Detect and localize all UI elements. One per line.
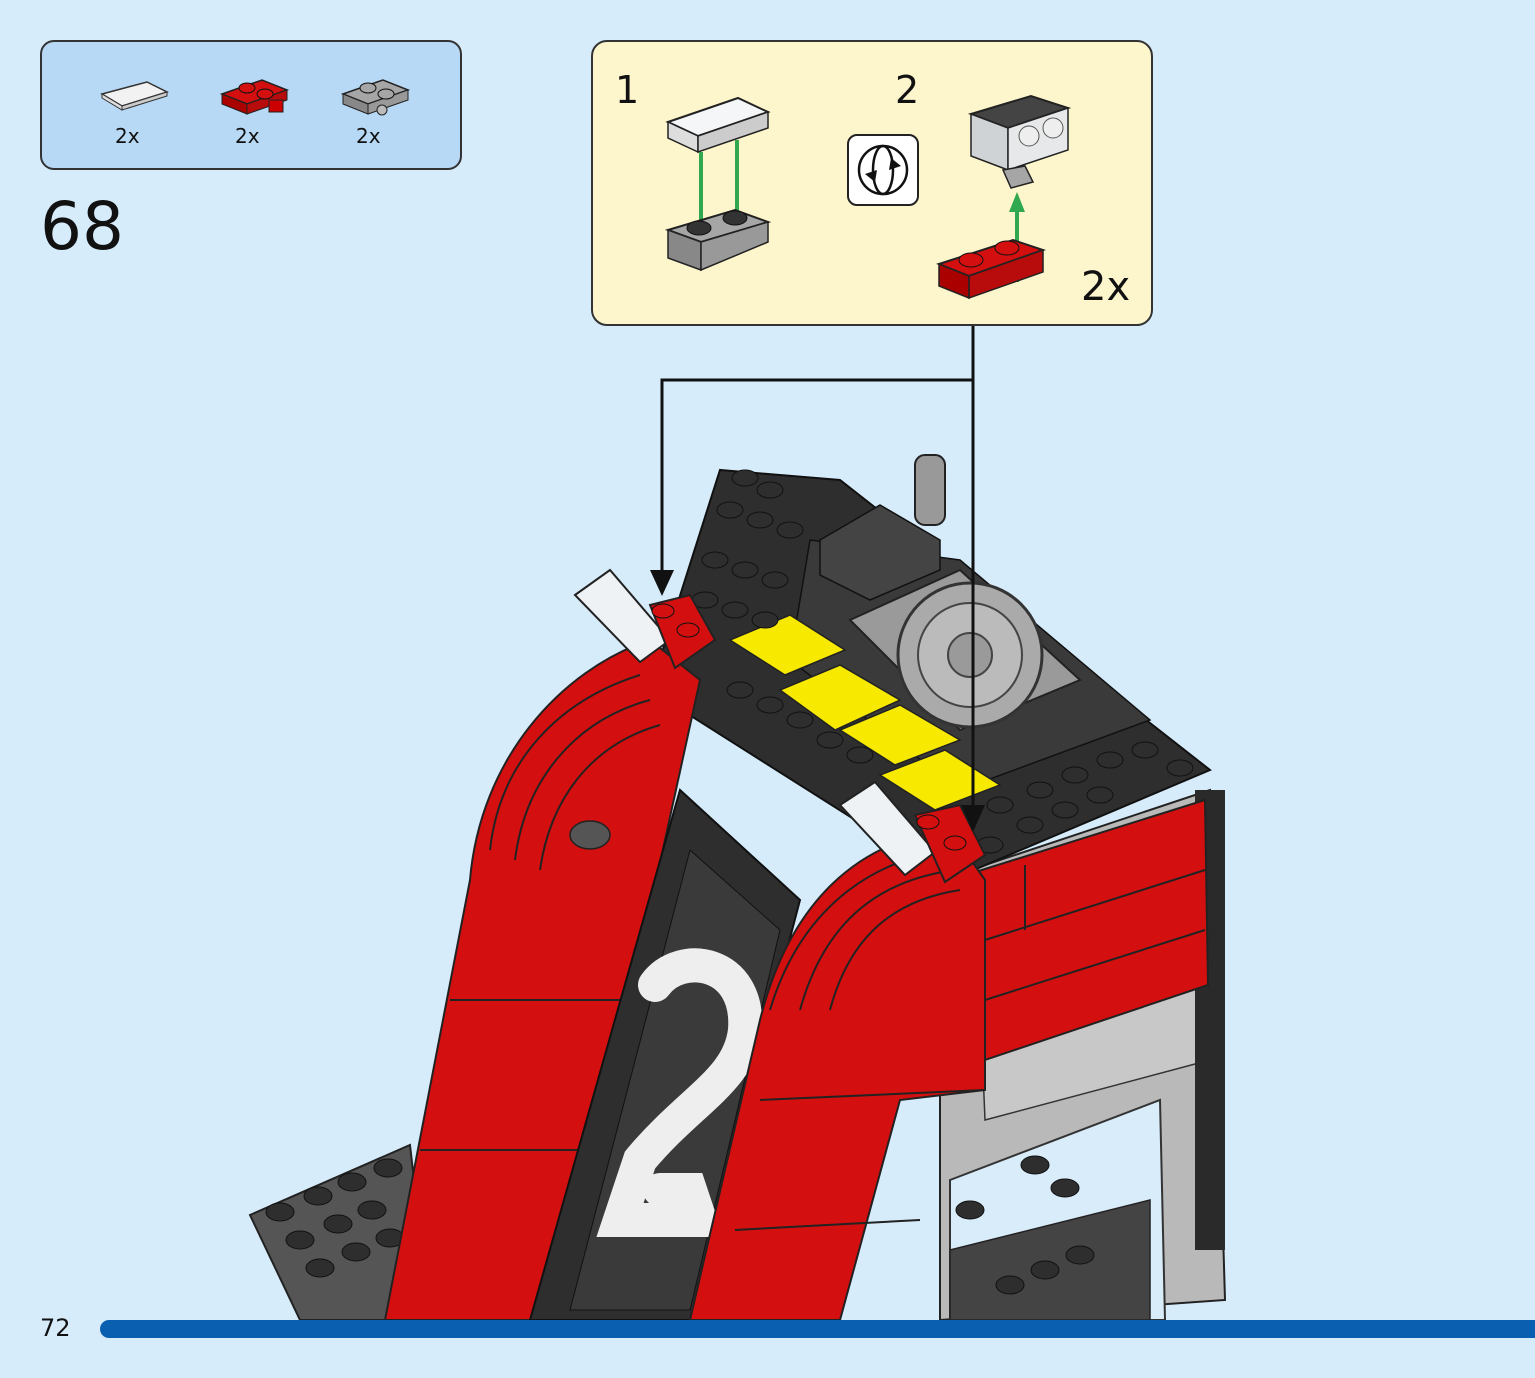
sub-assembly-multiplier: 2x	[1081, 264, 1131, 310]
page-number: 72	[40, 1314, 71, 1342]
sub-assembly-callout: 1 2 2x	[591, 40, 1153, 326]
rotate-model-icon	[847, 134, 919, 206]
part-grey-clip: 2x	[338, 74, 418, 154]
sub-step-number-2: 2	[895, 68, 920, 112]
progress-bar	[100, 1320, 1535, 1338]
grey-clip-plate-icon	[340, 79, 411, 116]
sub-step-2-illustration	[936, 94, 1072, 300]
part-white-tile: 2x	[97, 74, 177, 154]
part-quantity: 2x	[115, 124, 140, 148]
sub-step-1-illustration	[664, 96, 772, 272]
sub-step-number-1: 1	[615, 68, 640, 112]
parts-list-panel: 2x 2x 2x	[40, 40, 462, 170]
part-red-clip: 2x	[217, 74, 297, 154]
red-clip-plate-icon	[219, 79, 290, 115]
part-quantity: 2x	[356, 124, 381, 148]
white-tile-icon	[100, 81, 170, 111]
part-quantity: 2x	[235, 124, 260, 148]
progress-bar-fill	[100, 1320, 1535, 1338]
step-number: 68	[40, 188, 124, 265]
